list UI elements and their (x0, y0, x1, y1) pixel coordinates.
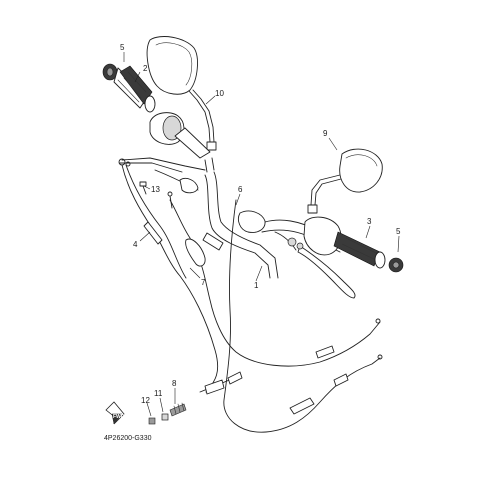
clutch-cable (223, 199, 383, 433)
left-mirror (146, 36, 217, 151)
throttle-cable (118, 158, 219, 393)
right-grip-assembly (287, 216, 404, 299)
forward-arrow: FWD (105, 401, 125, 425)
callout-1: 1 (254, 281, 259, 290)
screw-part-13 (139, 181, 147, 195)
cable-adjuster-assembly (148, 371, 243, 425)
callout-7: 7 (201, 278, 206, 287)
fwd-label: FWD (113, 414, 125, 420)
callout-4: 4 (133, 240, 138, 249)
callout-5-right: 5 (396, 227, 401, 236)
callout-leaders (123, 52, 400, 417)
left-grip-assembly (102, 63, 156, 113)
handlebar (204, 171, 346, 279)
left-switch-and-lever (119, 112, 215, 194)
callout-8: 8 (172, 379, 177, 388)
callout-labels: 5 2 10 9 3 5 6 1 4 7 8 11 12 13 (120, 43, 401, 405)
callout-9: 9 (323, 129, 328, 138)
callout-13: 13 (151, 185, 160, 194)
callout-12: 12 (141, 396, 150, 405)
callout-11: 11 (154, 389, 163, 398)
right-mirror (307, 148, 383, 214)
callout-2: 2 (143, 64, 148, 73)
drawing-code: 4P26200-G330 (104, 435, 152, 442)
callout-5-left: 5 (120, 43, 125, 52)
callout-10: 10 (215, 89, 224, 98)
callout-3: 3 (367, 217, 372, 226)
callout-6: 6 (238, 185, 243, 194)
starter-cable (167, 191, 381, 367)
